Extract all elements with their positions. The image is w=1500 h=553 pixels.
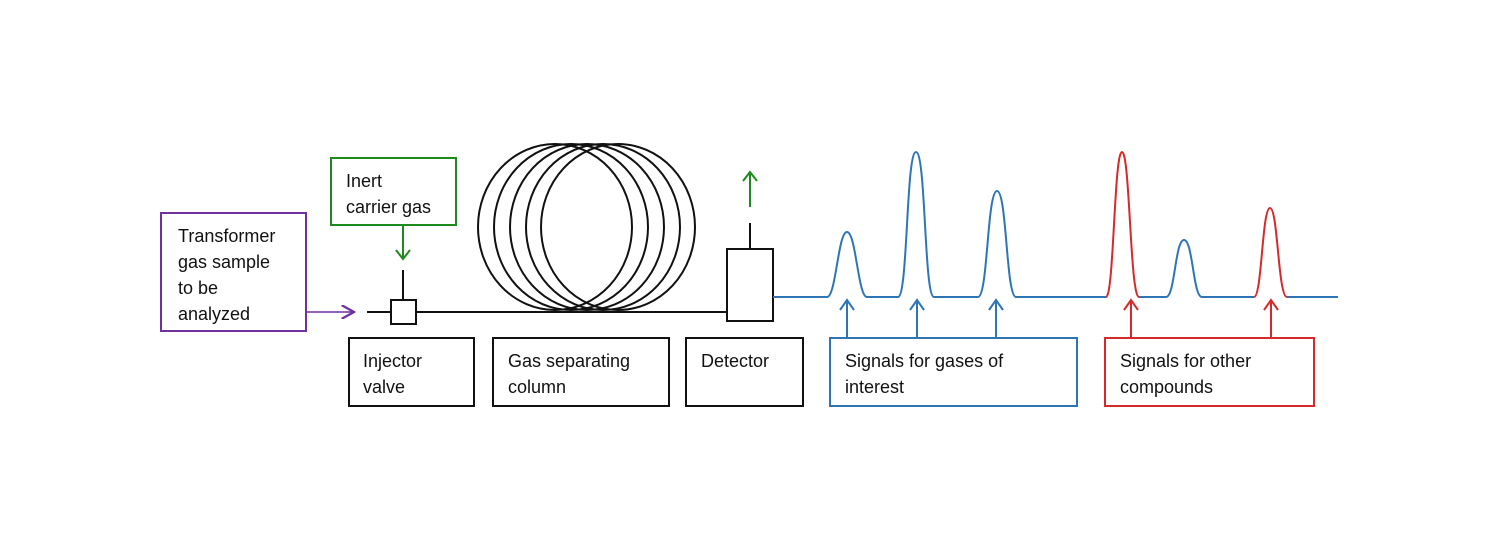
separation-column-coil (477, 143, 696, 311)
detector-label-box (685, 337, 804, 407)
chromatogram-baseline-blue-1 (773, 150, 1106, 298)
sample-box (160, 212, 307, 332)
chromatogram-peak-red-1 (1105, 150, 1140, 298)
interest-signal-arrows (839, 298, 1004, 338)
chromatogram-peak-red-2 (1253, 206, 1288, 298)
carrier-gas-label: Inert carrier gas (346, 171, 432, 217)
column-label-box (492, 337, 670, 407)
interest-signals-box (829, 337, 1078, 407)
detector (726, 248, 774, 322)
injector-valve-label: Injector valve (363, 351, 423, 397)
other-signals-label: Signals for other compounds (1120, 351, 1252, 397)
other-signals-box (1104, 337, 1315, 407)
interest-signals-label: Signals for gases of interest (845, 351, 1004, 397)
injector-valve (390, 299, 417, 325)
detector-label: Detector (701, 351, 770, 371)
other-signal-arrows (1123, 298, 1279, 338)
carrier-gas-arrow (395, 225, 411, 261)
injector-label-box (348, 337, 475, 407)
chromatogram-peak-blue-mid (1139, 238, 1254, 298)
carrier-gas-box (330, 157, 457, 226)
separating-column-label: Gas separating column (508, 351, 631, 397)
exhaust-arrow (742, 170, 758, 207)
sample-label: Transformer gas sample to be analyzed (178, 226, 276, 324)
